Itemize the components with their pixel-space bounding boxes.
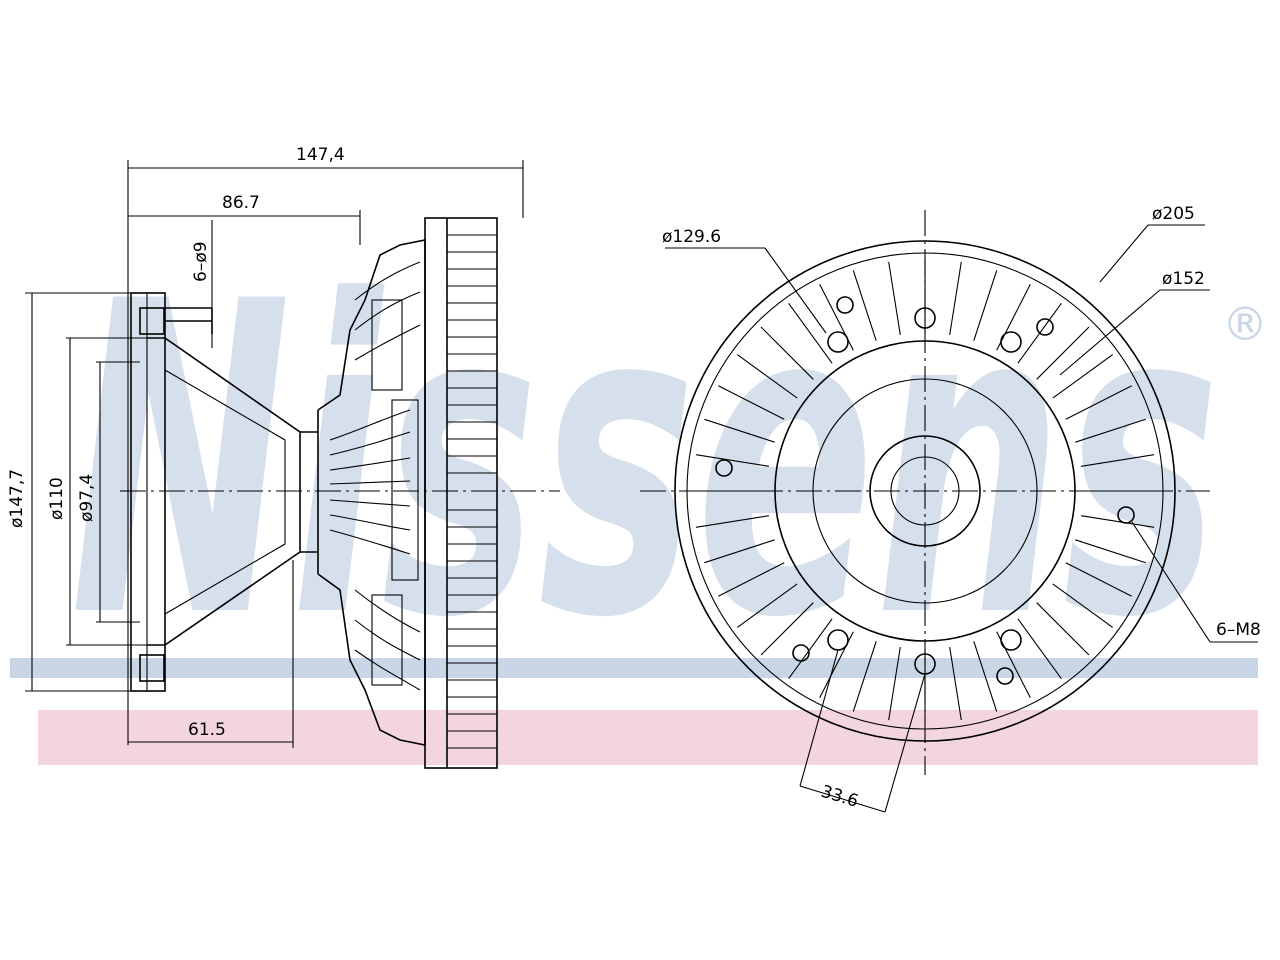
threaded-hole: [792, 644, 810, 662]
fan-fin: [788, 618, 833, 680]
threaded-hole: [715, 459, 733, 477]
fan-fin: [788, 302, 833, 364]
fan-fin: [996, 631, 1031, 698]
fan-fin: [852, 641, 877, 712]
fan-fin: [888, 261, 901, 335]
dim-inner-diameter: ø97,4: [77, 474, 97, 522]
fan-outer-ring: [674, 240, 1176, 742]
fan-fin: [760, 602, 814, 656]
watermark-brand: Nissens: [70, 212, 1220, 712]
dim-overall-length: 147,4: [296, 145, 345, 165]
bolt-hole: [1000, 629, 1022, 651]
fan-fin: [1081, 454, 1155, 467]
fan-fin: [1017, 618, 1062, 680]
watermark-blue-band: [10, 658, 1258, 678]
threaded-hole: [1117, 506, 1135, 524]
dim-bolt-circle: ø129.6: [662, 227, 721, 247]
fan-fin: [736, 354, 798, 399]
side-view-dimensions: [25, 160, 524, 748]
fan-fin: [704, 539, 775, 564]
fan-fin: [949, 261, 962, 335]
fan-fin: [718, 385, 785, 420]
dim-hub-diameter: ø152: [1162, 269, 1205, 289]
dim-hub-length: 86.7: [222, 193, 260, 213]
fan-fin: [1052, 354, 1114, 399]
front-view-fins: [693, 259, 1157, 723]
fan-fin: [704, 418, 775, 443]
fan-fin: [949, 647, 962, 721]
fan-disc: [424, 217, 498, 769]
dim-bolt-hole: 6–ø9: [191, 241, 211, 282]
fan-fin: [695, 515, 769, 528]
fan-fin: [1036, 602, 1090, 656]
clutch-housing-circle: [774, 340, 1076, 642]
dim-fan-diameter: ø205: [1152, 204, 1195, 224]
fan-fin: [996, 284, 1031, 351]
dim-outer-diameter: ø147,7: [7, 469, 27, 528]
fan-fin: [1081, 515, 1155, 528]
side-view: 147,4 86.7 6–ø9 ø147,7 ø110 ø97,4 61.5: [7, 145, 560, 769]
mounting-flange: [130, 292, 166, 692]
bolt-hole: [827, 331, 849, 353]
dim-hole-spacing: 33.6: [819, 782, 861, 812]
fan-fin: [1075, 539, 1146, 564]
flange-bolt-bottom: [139, 654, 165, 682]
fan-fin: [973, 641, 998, 712]
watermark-pink-band: [38, 710, 1258, 765]
fan-disc-ribs: [447, 234, 497, 749]
hub-inner-circle: [890, 456, 960, 526]
threaded-hole: [1036, 318, 1054, 336]
bolt-holes: [715, 296, 1135, 685]
hub-circle: [869, 435, 981, 547]
fan-fin: [973, 270, 998, 341]
fan-fin: [1036, 326, 1090, 380]
front-view-leaders: [665, 224, 1258, 813]
fan-fin: [718, 562, 785, 597]
fan-fin: [736, 583, 798, 628]
clutch-face-circle: [812, 378, 1038, 604]
clutch-fins: [329, 261, 421, 691]
fan-fin: [1075, 418, 1146, 443]
watermark-registered-mark: ®: [1222, 297, 1268, 351]
threaded-hole: [836, 296, 854, 314]
watermark: Nissens ®: [10, 212, 1268, 765]
dim-pilot-diameter: ø110: [47, 477, 67, 520]
adapter-cone: [147, 337, 301, 646]
fan-fin: [888, 647, 901, 721]
threaded-hole: [996, 667, 1014, 685]
front-view: ø129.6 ø205 ø152 6–M8 33.6: [640, 204, 1261, 813]
dim-flange-offset: 61.5: [188, 720, 226, 740]
fan-fin: [1052, 583, 1114, 628]
fan-inner-ring: [686, 252, 1164, 730]
fan-fin: [852, 270, 877, 341]
adapter-cone-inner: [164, 369, 286, 615]
bolt-hole: [914, 307, 936, 329]
fan-fin: [1065, 385, 1132, 420]
fan-fin: [760, 326, 814, 380]
bolt-hole: [1000, 331, 1022, 353]
fan-fin: [695, 454, 769, 467]
dim-threaded-holes: 6–M8: [1216, 620, 1261, 640]
fan-fin: [1065, 562, 1132, 597]
